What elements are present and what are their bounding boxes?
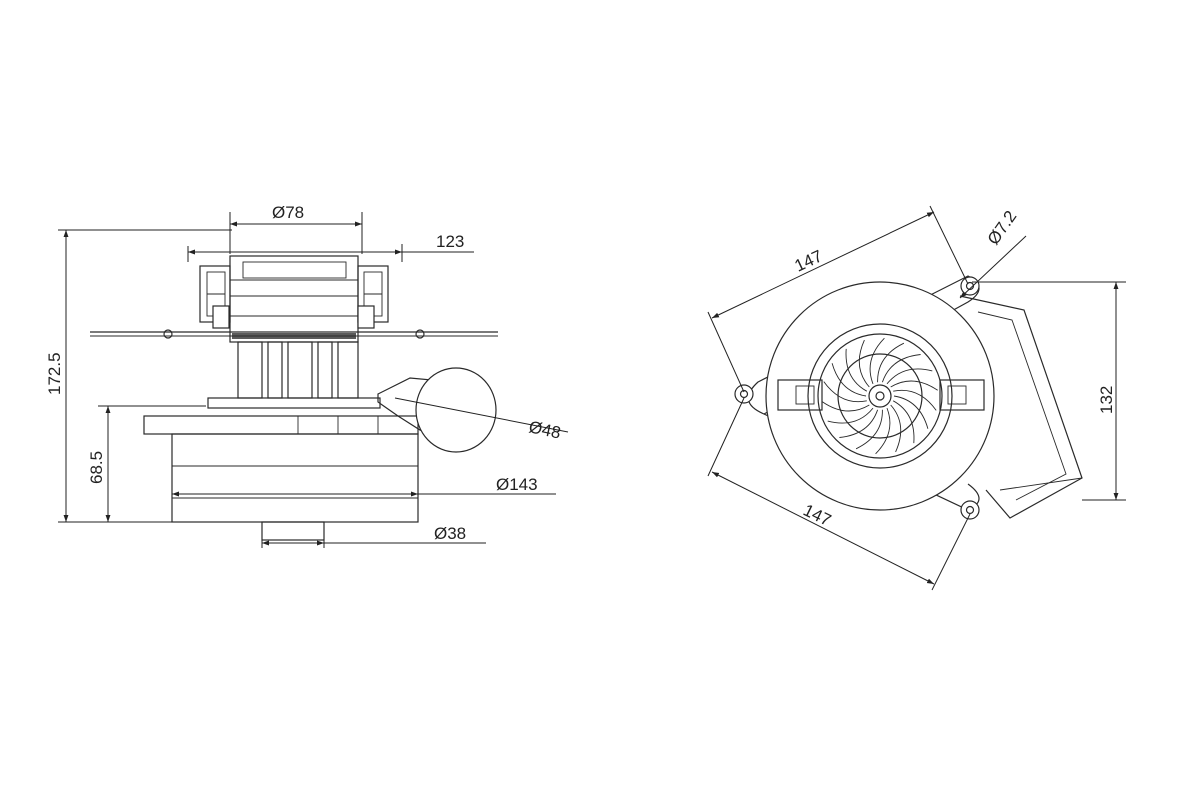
label-diam-38: Ø38 <box>434 524 466 543</box>
label-height-68-5: 68.5 <box>87 451 106 484</box>
label-side-147-bottom: 147 <box>800 501 834 531</box>
impeller-blade <box>890 404 902 453</box>
impeller-blade <box>845 348 868 392</box>
impeller-blade <box>855 409 883 450</box>
fan-housing <box>143 397 419 541</box>
terminal-rod <box>90 329 498 339</box>
impeller-blade <box>893 395 929 429</box>
impeller-blade <box>875 407 891 455</box>
side-view: Ø78 123 172.5 Ø48 68.5 Ø143 Ø38 <box>45 203 569 548</box>
top-view: 147 Ø7.2 132 147 <box>707 205 1126 591</box>
scroll-outlet <box>959 295 1083 519</box>
label-side-147-top: 147 <box>792 246 826 275</box>
label-diam-48: Ø48 <box>527 417 562 442</box>
motor-top-housing <box>199 255 389 343</box>
impeller-blade <box>893 389 937 411</box>
impeller-blade <box>827 407 874 424</box>
label-height-132: 132 <box>1097 386 1116 414</box>
label-height-172-5: 172.5 <box>45 352 64 395</box>
impeller-blade <box>892 400 915 444</box>
impeller-blade <box>823 381 867 403</box>
motor-columns <box>237 341 359 399</box>
impeller-blade <box>822 401 870 412</box>
label-hole-7-2: Ø7.2 <box>984 207 1021 248</box>
impeller-blade <box>839 409 879 438</box>
impeller-blade <box>869 337 885 385</box>
impeller-blade <box>881 354 921 383</box>
impeller-blade <box>877 342 905 383</box>
impeller-blade <box>831 363 867 397</box>
impeller-blade <box>858 339 870 388</box>
impeller-blade <box>890 380 938 391</box>
impeller-blades <box>822 337 938 455</box>
side-dimensions <box>58 212 569 548</box>
label-diam-78: Ø78 <box>272 203 304 222</box>
top-dimensions <box>707 205 1126 591</box>
label-diam-143: Ø143 <box>496 475 538 494</box>
impeller-hub <box>868 384 892 408</box>
tangential-outlet <box>377 367 497 453</box>
label-width-123: 123 <box>436 232 464 251</box>
impeller-blade <box>886 368 933 385</box>
